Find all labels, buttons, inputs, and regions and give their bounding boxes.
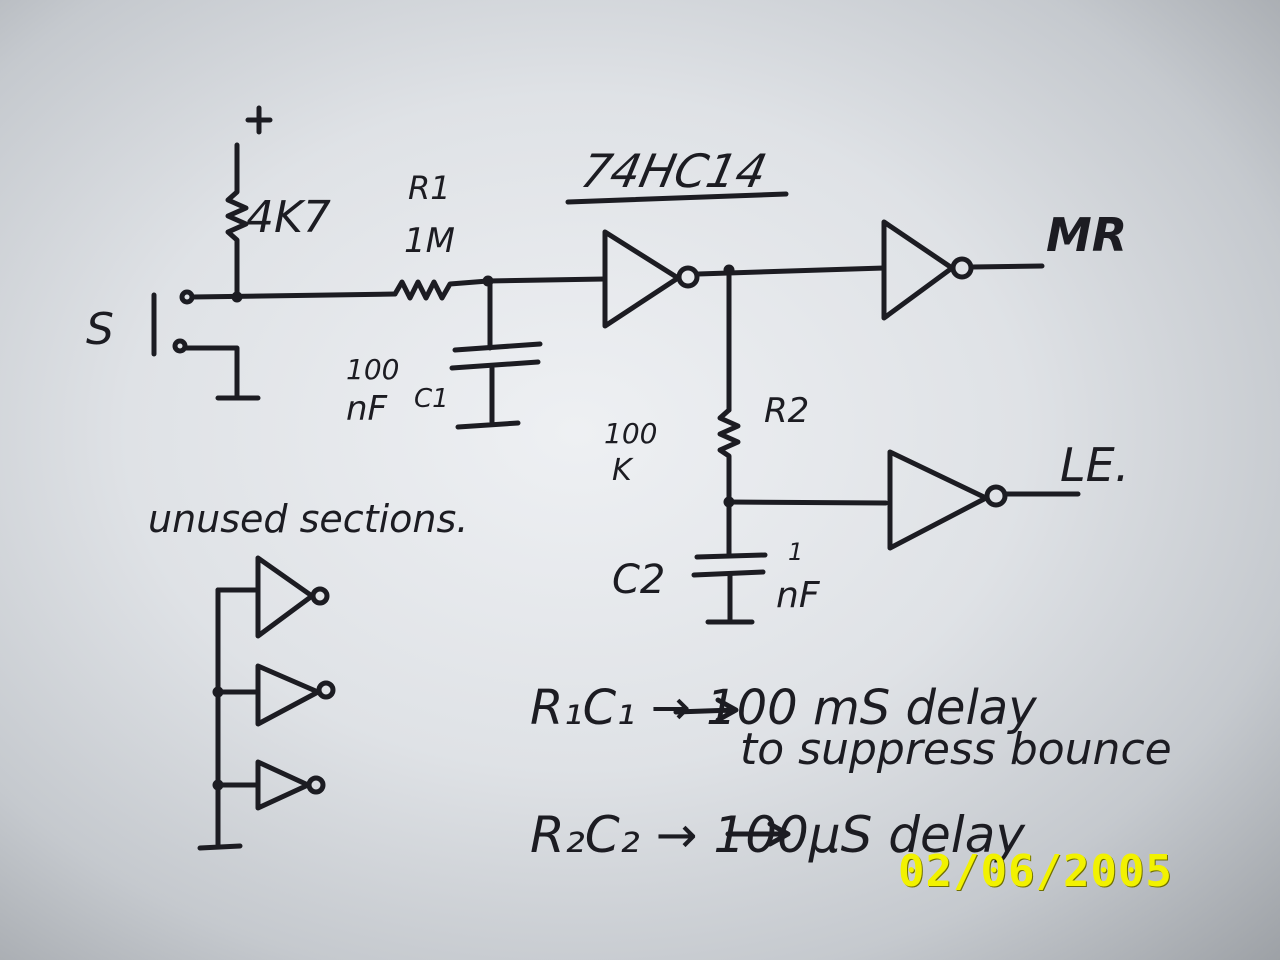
note2-arrow xyxy=(725,821,791,847)
date-stamp: 02/06/2005 xyxy=(898,846,1173,897)
pullup-resistor xyxy=(225,142,249,299)
c2-plates xyxy=(691,552,768,578)
pullup-value: 4K7 xyxy=(246,192,331,243)
c2-value-line1: 1 xyxy=(788,538,804,566)
c1-name: C1 xyxy=(414,384,449,414)
unused-gate2 xyxy=(215,663,321,727)
r2-resistor xyxy=(717,407,741,505)
r2-name: R2 xyxy=(764,391,810,431)
wire-to-gate xyxy=(485,276,608,284)
unused-gate2-bubble xyxy=(316,680,336,700)
unused-bus xyxy=(197,587,243,851)
gate-le-bubble xyxy=(984,484,1008,508)
unused-sections-label: unused sections. xyxy=(148,497,469,541)
gate-mr-triangle xyxy=(881,219,955,321)
c2-ground xyxy=(705,572,755,625)
r1-value: 1M xyxy=(404,221,455,261)
unused-gate1 xyxy=(215,555,315,639)
output-le-label: LE. xyxy=(1060,438,1130,492)
note2: R₂C₂ → 100µS delay xyxy=(530,806,1025,864)
note1-arrow xyxy=(673,697,739,723)
c1-value-line1: 100 xyxy=(346,353,400,386)
unused-gate3 xyxy=(215,759,311,811)
gate-le-triangle xyxy=(887,449,989,551)
c1-plates xyxy=(449,341,543,371)
gate1-bubble xyxy=(676,265,700,289)
input-wire xyxy=(189,291,398,300)
junction-dot-1 xyxy=(231,291,243,303)
unused-gate3-bubble xyxy=(306,775,326,795)
junction-dot-4 xyxy=(723,496,735,508)
chip-label: 74HC14 xyxy=(576,144,772,198)
supply-plus-symbol xyxy=(245,105,273,135)
note1-left: R₁C₁ → 100 mS delay xyxy=(530,680,1037,736)
r1-resistor xyxy=(392,278,491,301)
c1-ground xyxy=(455,365,521,430)
chip-underline xyxy=(565,191,789,205)
junction-dot-2 xyxy=(482,275,494,287)
junction-dot-3 xyxy=(723,264,735,276)
gate-mr-bubble xyxy=(950,256,974,280)
junction-dot-6 xyxy=(212,779,224,791)
unused-gate1-bubble xyxy=(310,586,330,606)
switch-label: S xyxy=(86,304,114,355)
r2-value-line2: K xyxy=(612,453,632,488)
r2-value-line1: 100 xyxy=(604,417,658,450)
wire-to-le-gate xyxy=(726,499,889,506)
switch-ground-lead xyxy=(182,345,261,401)
mr-output-wire xyxy=(969,263,1045,270)
c1-value-line2: nF xyxy=(346,389,388,429)
junction-dot-5 xyxy=(212,686,224,698)
output-mr-label: MR xyxy=(1046,208,1128,262)
c2-name: C2 xyxy=(612,557,666,603)
gate1-triangle xyxy=(602,229,681,329)
r1-name: R1 xyxy=(408,169,451,207)
c2-value-line2: nF xyxy=(776,575,820,616)
note1-right: to suppress bounce xyxy=(740,724,1172,775)
